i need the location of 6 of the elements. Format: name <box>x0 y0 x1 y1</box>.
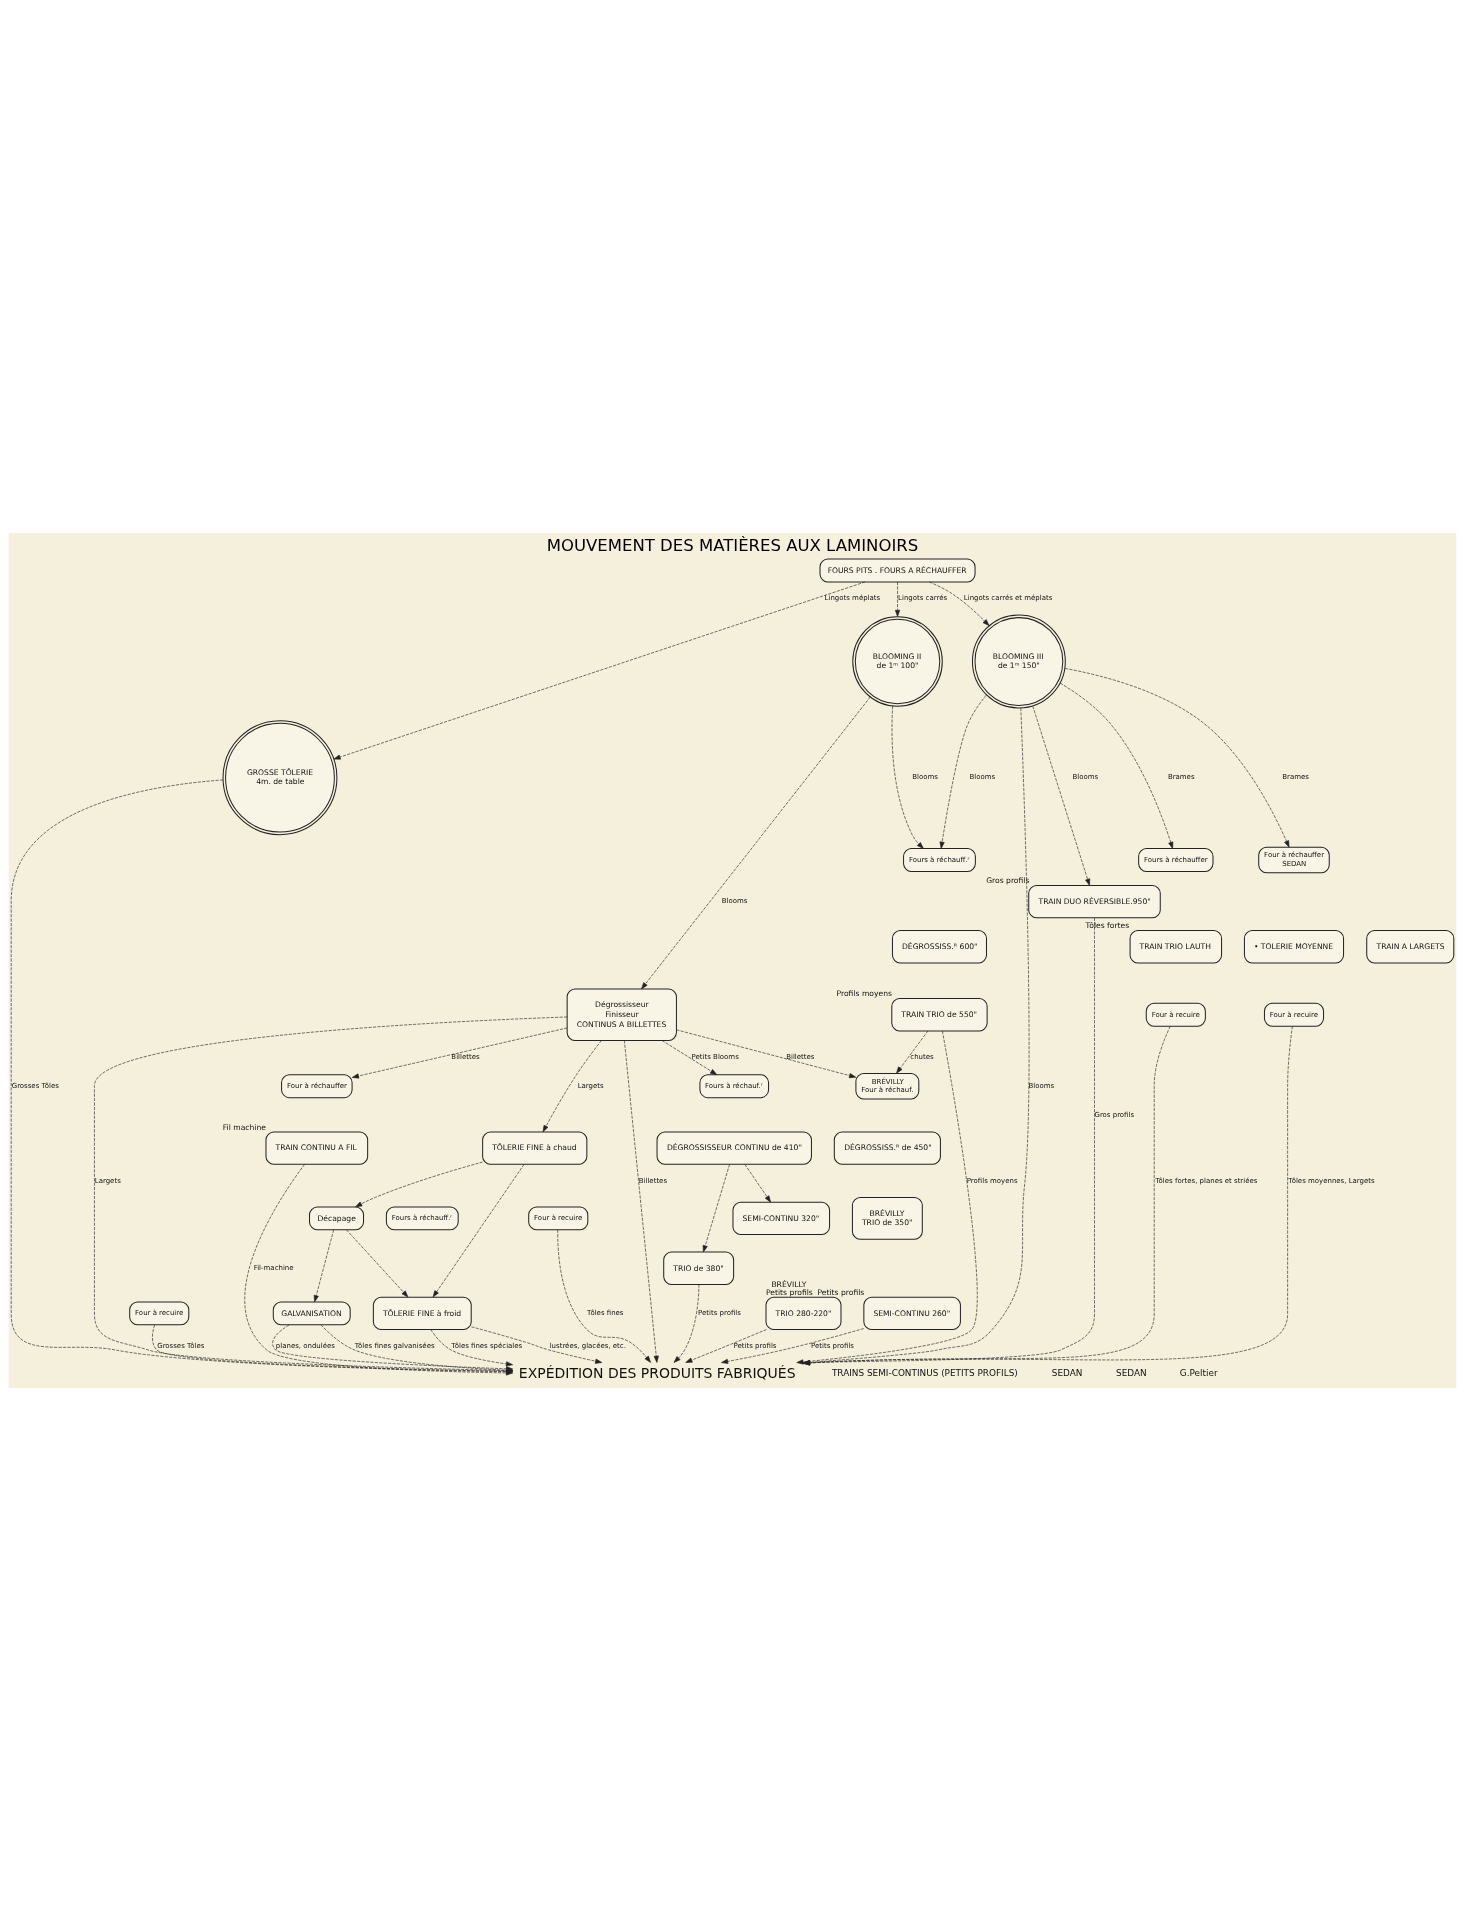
label: SEDAN <box>1116 1367 1147 1378</box>
label: G.Peltier <box>1179 1367 1218 1378</box>
node-text: EXPÉDITION DES PRODUITS FABRIQUÉS <box>518 1364 796 1381</box>
label: SEDAN <box>1051 1367 1083 1378</box>
diagram-title: MOUVEMENT DES MATIÈRES AUX LAMINOIRS <box>546 535 919 555</box>
label: TRAINS SEMI-CONTINUS (PETITS PROFILS) <box>831 1367 1018 1378</box>
